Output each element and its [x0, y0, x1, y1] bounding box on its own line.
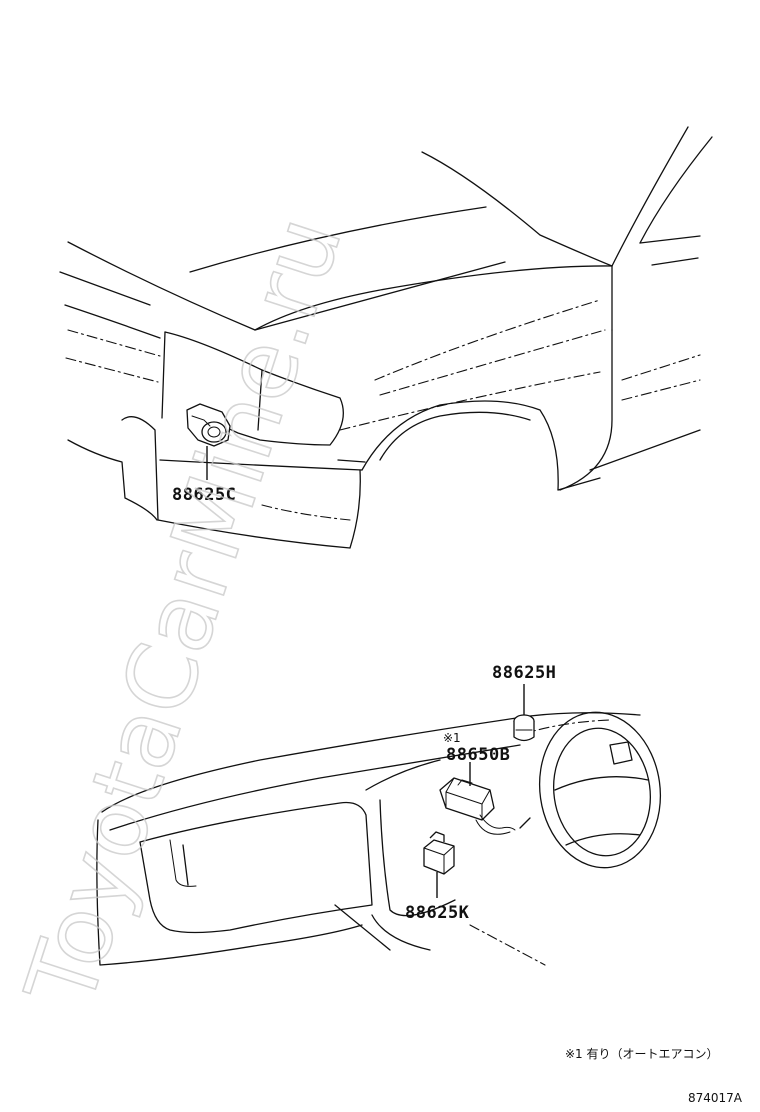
sensor-88625k[interactable] — [423, 831, 455, 898]
vehicle-front-illustration — [59, 126, 713, 549]
part-label-88625c[interactable]: 88625C — [172, 485, 236, 505]
dashboard-illustration — [96, 711, 662, 966]
part-label-88625k[interactable]: 88625K — [405, 903, 470, 923]
part-label-88650b[interactable]: 88650B — [446, 745, 510, 765]
figure-id: 874017A — [688, 1091, 743, 1105]
part-marker-88650b: ※1 — [443, 731, 461, 745]
sensor-88625h[interactable] — [513, 684, 535, 742]
module-88650b[interactable] — [439, 762, 516, 835]
sensor-88625c[interactable] — [186, 403, 231, 480]
footnote: ※1 有り（オートエアコン） — [565, 1047, 719, 1061]
part-label-88625h[interactable]: 88625H — [492, 663, 556, 683]
watermark-text: ToyotaCarMine.ru — [6, 204, 364, 1020]
